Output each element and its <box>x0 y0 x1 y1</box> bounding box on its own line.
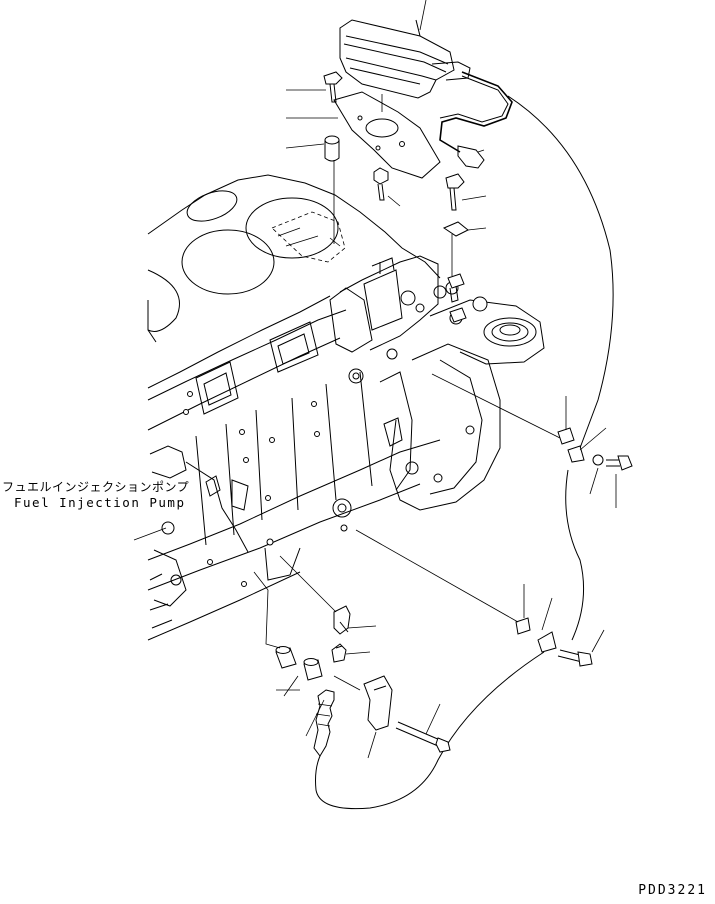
part-name-en: Fuel Injection Pump <box>14 495 186 510</box>
ecu-mounting-parts <box>323 71 469 323</box>
sensor <box>275 427 633 757</box>
electronic-control-unit <box>339 19 471 99</box>
leader-lines <box>133 0 617 759</box>
engine-block-drawing <box>147 174 441 641</box>
part-name-jp: フュエルインジェクションポンプ <box>2 480 190 494</box>
block-bolt-dots <box>183 391 348 587</box>
drawing-code: PDD3221 <box>638 883 707 898</box>
front-housing-drawing <box>329 255 545 511</box>
wire-harness <box>315 71 614 810</box>
